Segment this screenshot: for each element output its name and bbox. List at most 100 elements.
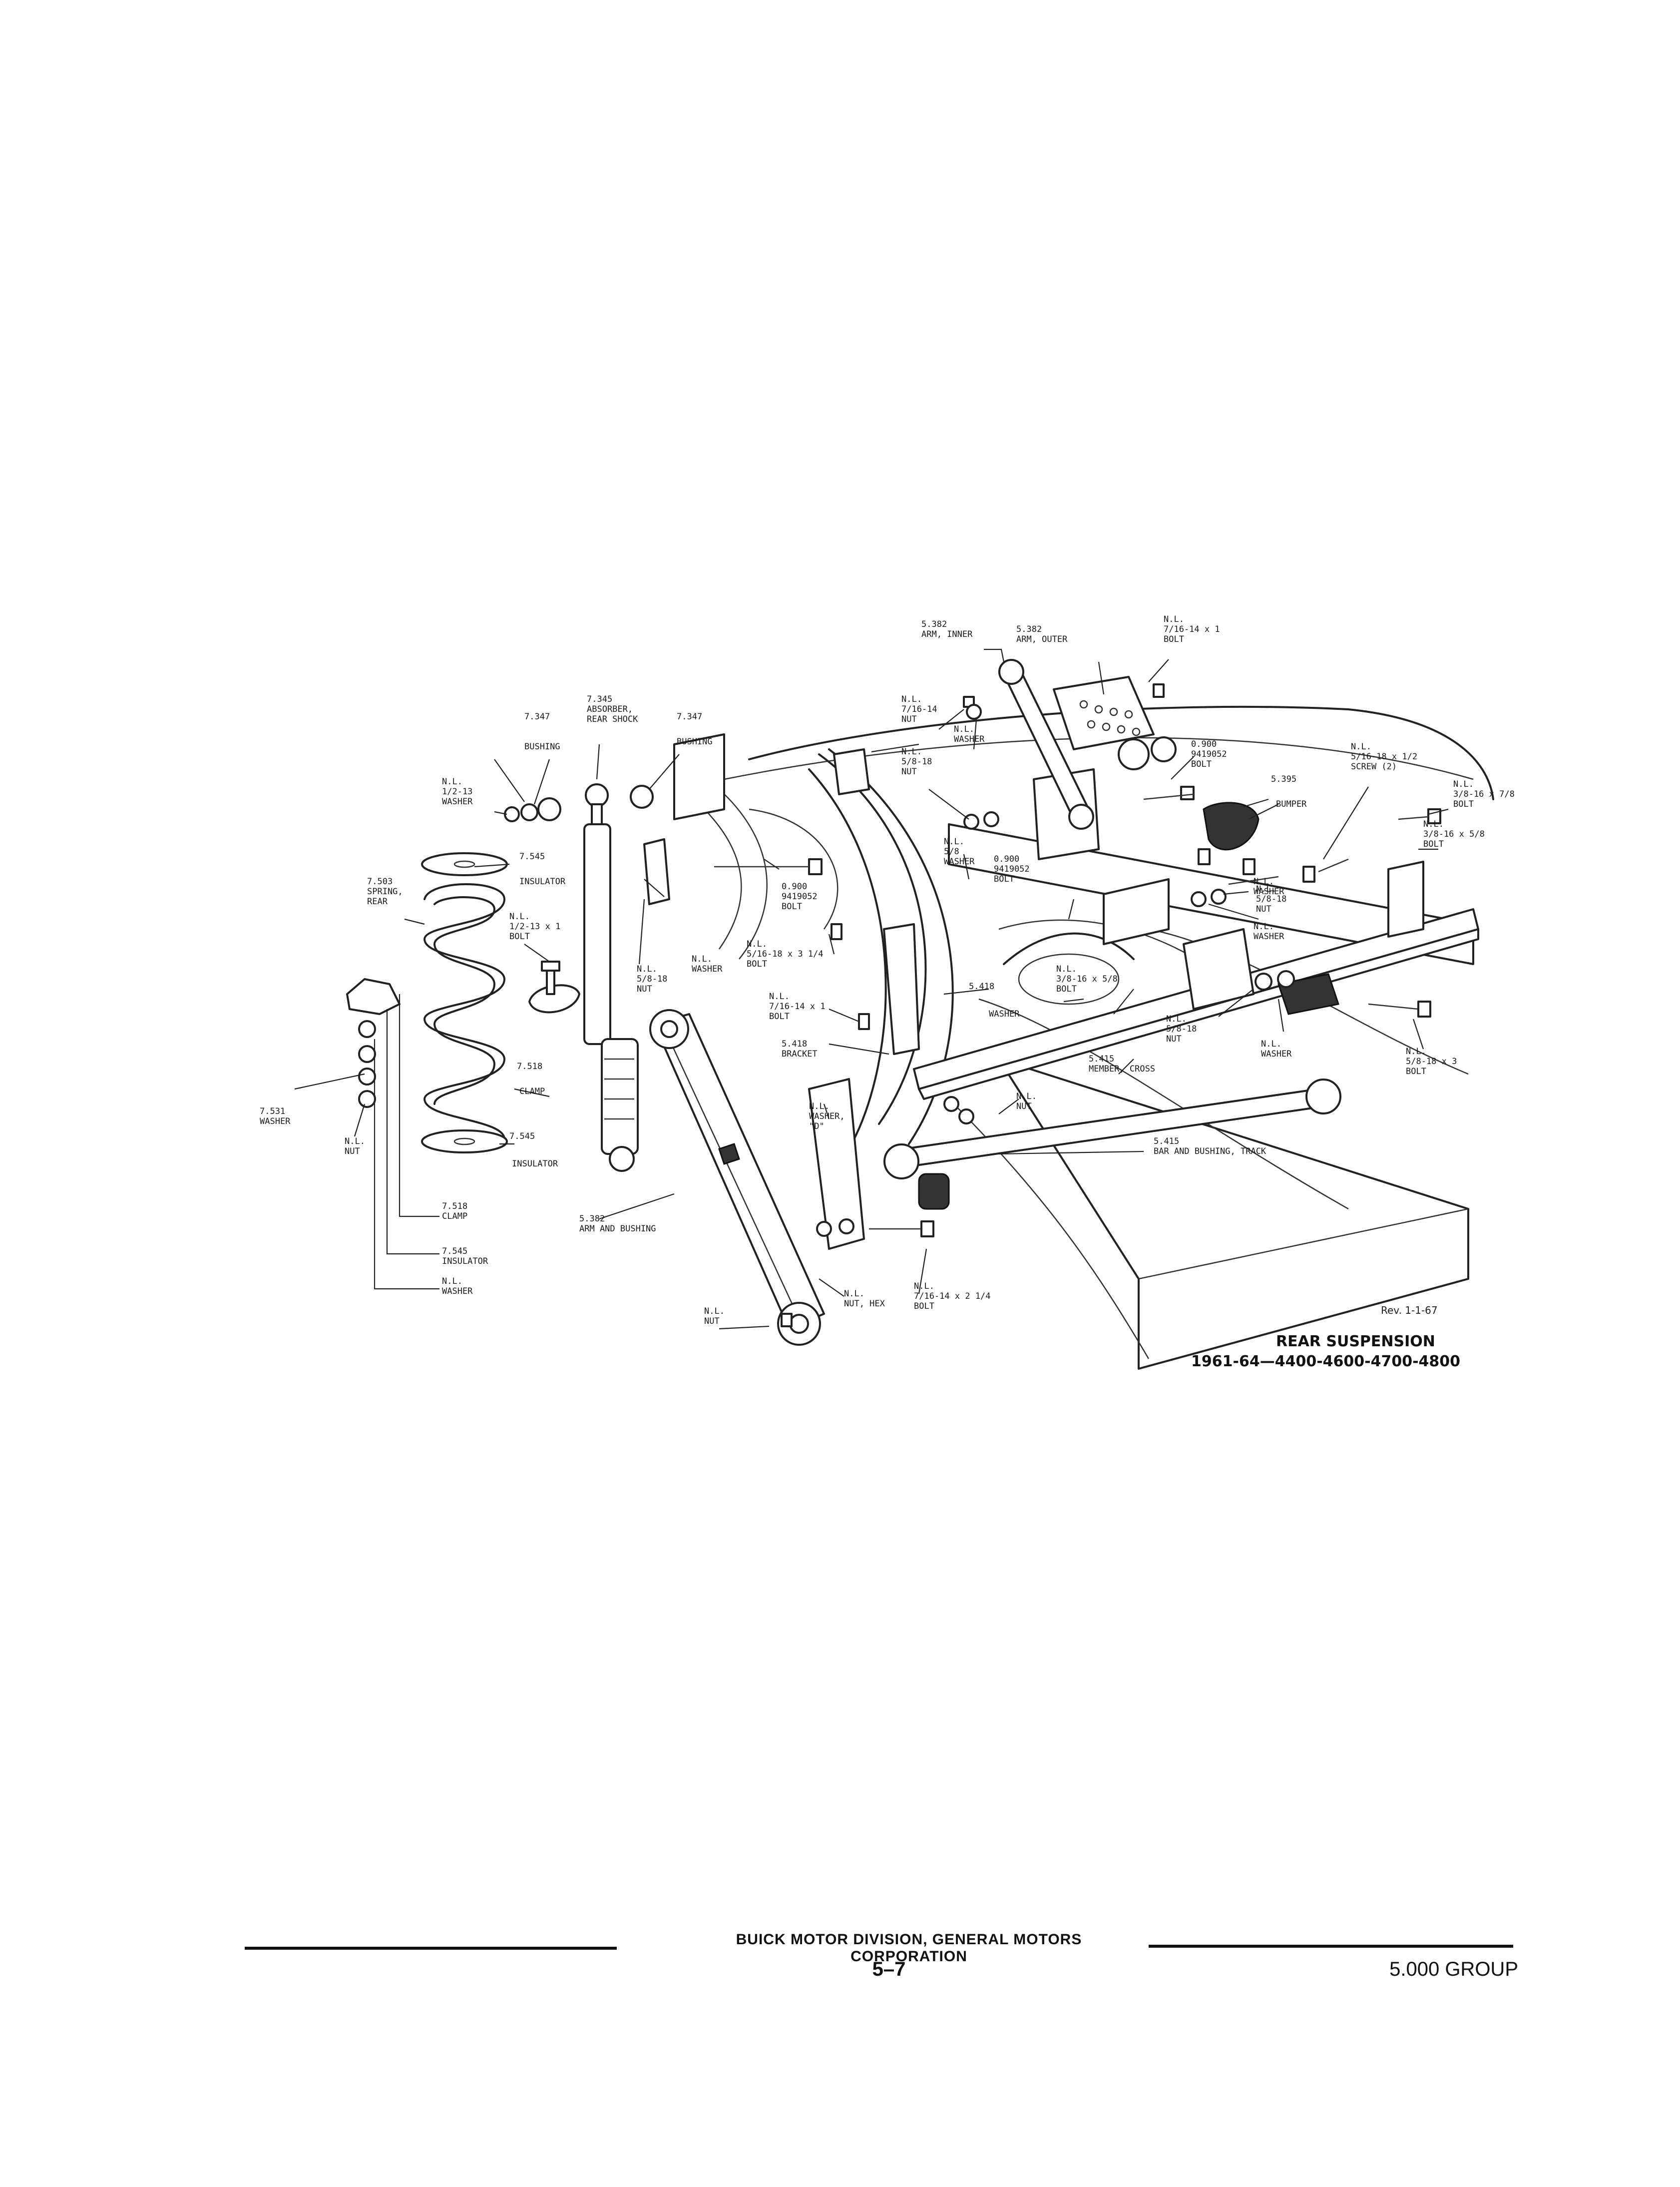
- callout-line: 7.545: [519, 852, 545, 862]
- diagram-title: REAR SUSPENSION: [1276, 1333, 1435, 1350]
- callout-line: 7.347: [677, 712, 702, 722]
- callout-line: 7.345: [587, 694, 612, 704]
- coil-spring: [421, 852, 508, 1153]
- callout-line: WASHER: [1254, 932, 1284, 942]
- callout-line: 0.900: [994, 854, 1019, 864]
- callout-line: NUT: [901, 767, 917, 777]
- callout-line: N.L.: [769, 992, 790, 1002]
- callout-line: N.L.: [637, 964, 657, 974]
- callout-line: 5.418: [782, 1039, 807, 1049]
- footer-group: 5.000 GROUP: [1389, 1958, 1518, 1980]
- callout-line: 7.503: [367, 877, 393, 887]
- callout-label: N.L.WASHER,"D": [809, 1101, 845, 1131]
- callout-line: 9419052: [1191, 749, 1227, 759]
- callout-line: 3/8-16 x 7/8: [1453, 789, 1515, 799]
- callout-label: 7.347: [524, 712, 550, 722]
- callout-line: 5/8: [944, 847, 959, 857]
- callout-line: N.L.: [944, 837, 964, 847]
- callout-line: BRACKET: [782, 1049, 818, 1059]
- callout-line: N.L.: [1164, 614, 1184, 624]
- callout-line: N.L.: [1453, 779, 1474, 789]
- callout-line: WASHER,: [809, 1111, 845, 1121]
- callout-line: 1/2-13: [442, 787, 472, 797]
- callout-line: 9419052: [994, 864, 1030, 874]
- callout-line: 5/8-18: [1166, 1024, 1197, 1034]
- callout-line: N.L.: [901, 694, 922, 704]
- callout-line: 7.531: [260, 1106, 285, 1116]
- callout-line: 9419052: [782, 892, 818, 902]
- callout-line: NUT: [345, 1146, 360, 1156]
- upper-control-arms: [998, 659, 1177, 830]
- callout-line: 0.900: [1191, 739, 1217, 749]
- callout-line: NUT: [1016, 1101, 1032, 1111]
- callout-line: BOLT: [769, 1012, 790, 1022]
- callout-label: N.L.WASHER: [1254, 877, 1284, 897]
- callout-line: WASHER: [944, 857, 975, 867]
- callout-line: INSULATOR: [442, 1256, 488, 1266]
- callout-line: 5/16-18 x 3 1/4: [747, 949, 824, 959]
- callout-line: NUT, HEX: [844, 1299, 885, 1309]
- lower-control-arm: [649, 1009, 825, 1346]
- callout-line: INSULATOR: [519, 877, 566, 887]
- callout-label: BUMPER: [1276, 799, 1307, 809]
- callout-line: N.L.: [1351, 742, 1371, 752]
- callout-line: BOLT: [509, 932, 530, 942]
- callout-line: WASHER: [954, 734, 985, 744]
- callout-line: N.L.: [747, 939, 767, 949]
- callout-label: N.L.NUT: [1016, 1092, 1037, 1111]
- callout-line: 5/8-18 x 3: [1406, 1057, 1457, 1067]
- callout-line: N.L.: [1406, 1047, 1426, 1057]
- callout-line: N.L.: [1256, 884, 1276, 894]
- callout-line: N.L.: [1254, 922, 1274, 932]
- callout-line: NUT: [1256, 904, 1271, 914]
- callout-line: 7/16-14: [901, 704, 937, 714]
- callout-line: N.L.: [844, 1289, 864, 1299]
- footer-rule-left: [245, 1947, 617, 1950]
- callout-line: REAR: [367, 897, 388, 907]
- callout-label: N.L.WASHER: [692, 954, 723, 974]
- callout-line: 5.415: [1089, 1054, 1114, 1064]
- shock-absorber: [583, 783, 639, 1172]
- callout-label: N.L.WASHER: [1254, 922, 1284, 942]
- hardware: [346, 683, 1441, 1327]
- callout-line: 5.395: [1271, 774, 1296, 784]
- callout-line: 7/16-14 x 1: [1164, 624, 1220, 634]
- footer-page-number: 5–7: [872, 1958, 906, 1980]
- callout-line: N.L.: [1056, 964, 1077, 974]
- callout-line: 3/8-16 x 5/8: [1056, 974, 1118, 984]
- callout-line: 7/16-14 x 2 1/4: [914, 1291, 991, 1301]
- callout-line: N.L.: [442, 1276, 462, 1286]
- callout-line: BOLT: [1191, 759, 1212, 769]
- callout-label: N.L.WASHER: [1261, 1039, 1292, 1059]
- callout-line: BOLT: [914, 1301, 934, 1311]
- callout-line: REAR SHOCK: [587, 714, 638, 724]
- callout-line: CLAMP: [442, 1211, 467, 1221]
- callout-line: 5.382: [921, 619, 947, 629]
- callout-label: N.L.WASHER: [954, 724, 985, 744]
- callout-line: BOLT: [1453, 799, 1474, 809]
- callout-line: ARM, INNER: [921, 629, 973, 639]
- callout-line: ABSORBER,: [587, 704, 633, 714]
- callout-line: BOLT: [1164, 634, 1184, 644]
- callout-line: N.L.: [1261, 1039, 1281, 1049]
- cross-member: [913, 861, 1479, 1100]
- callout-line: N.L.: [345, 1136, 365, 1146]
